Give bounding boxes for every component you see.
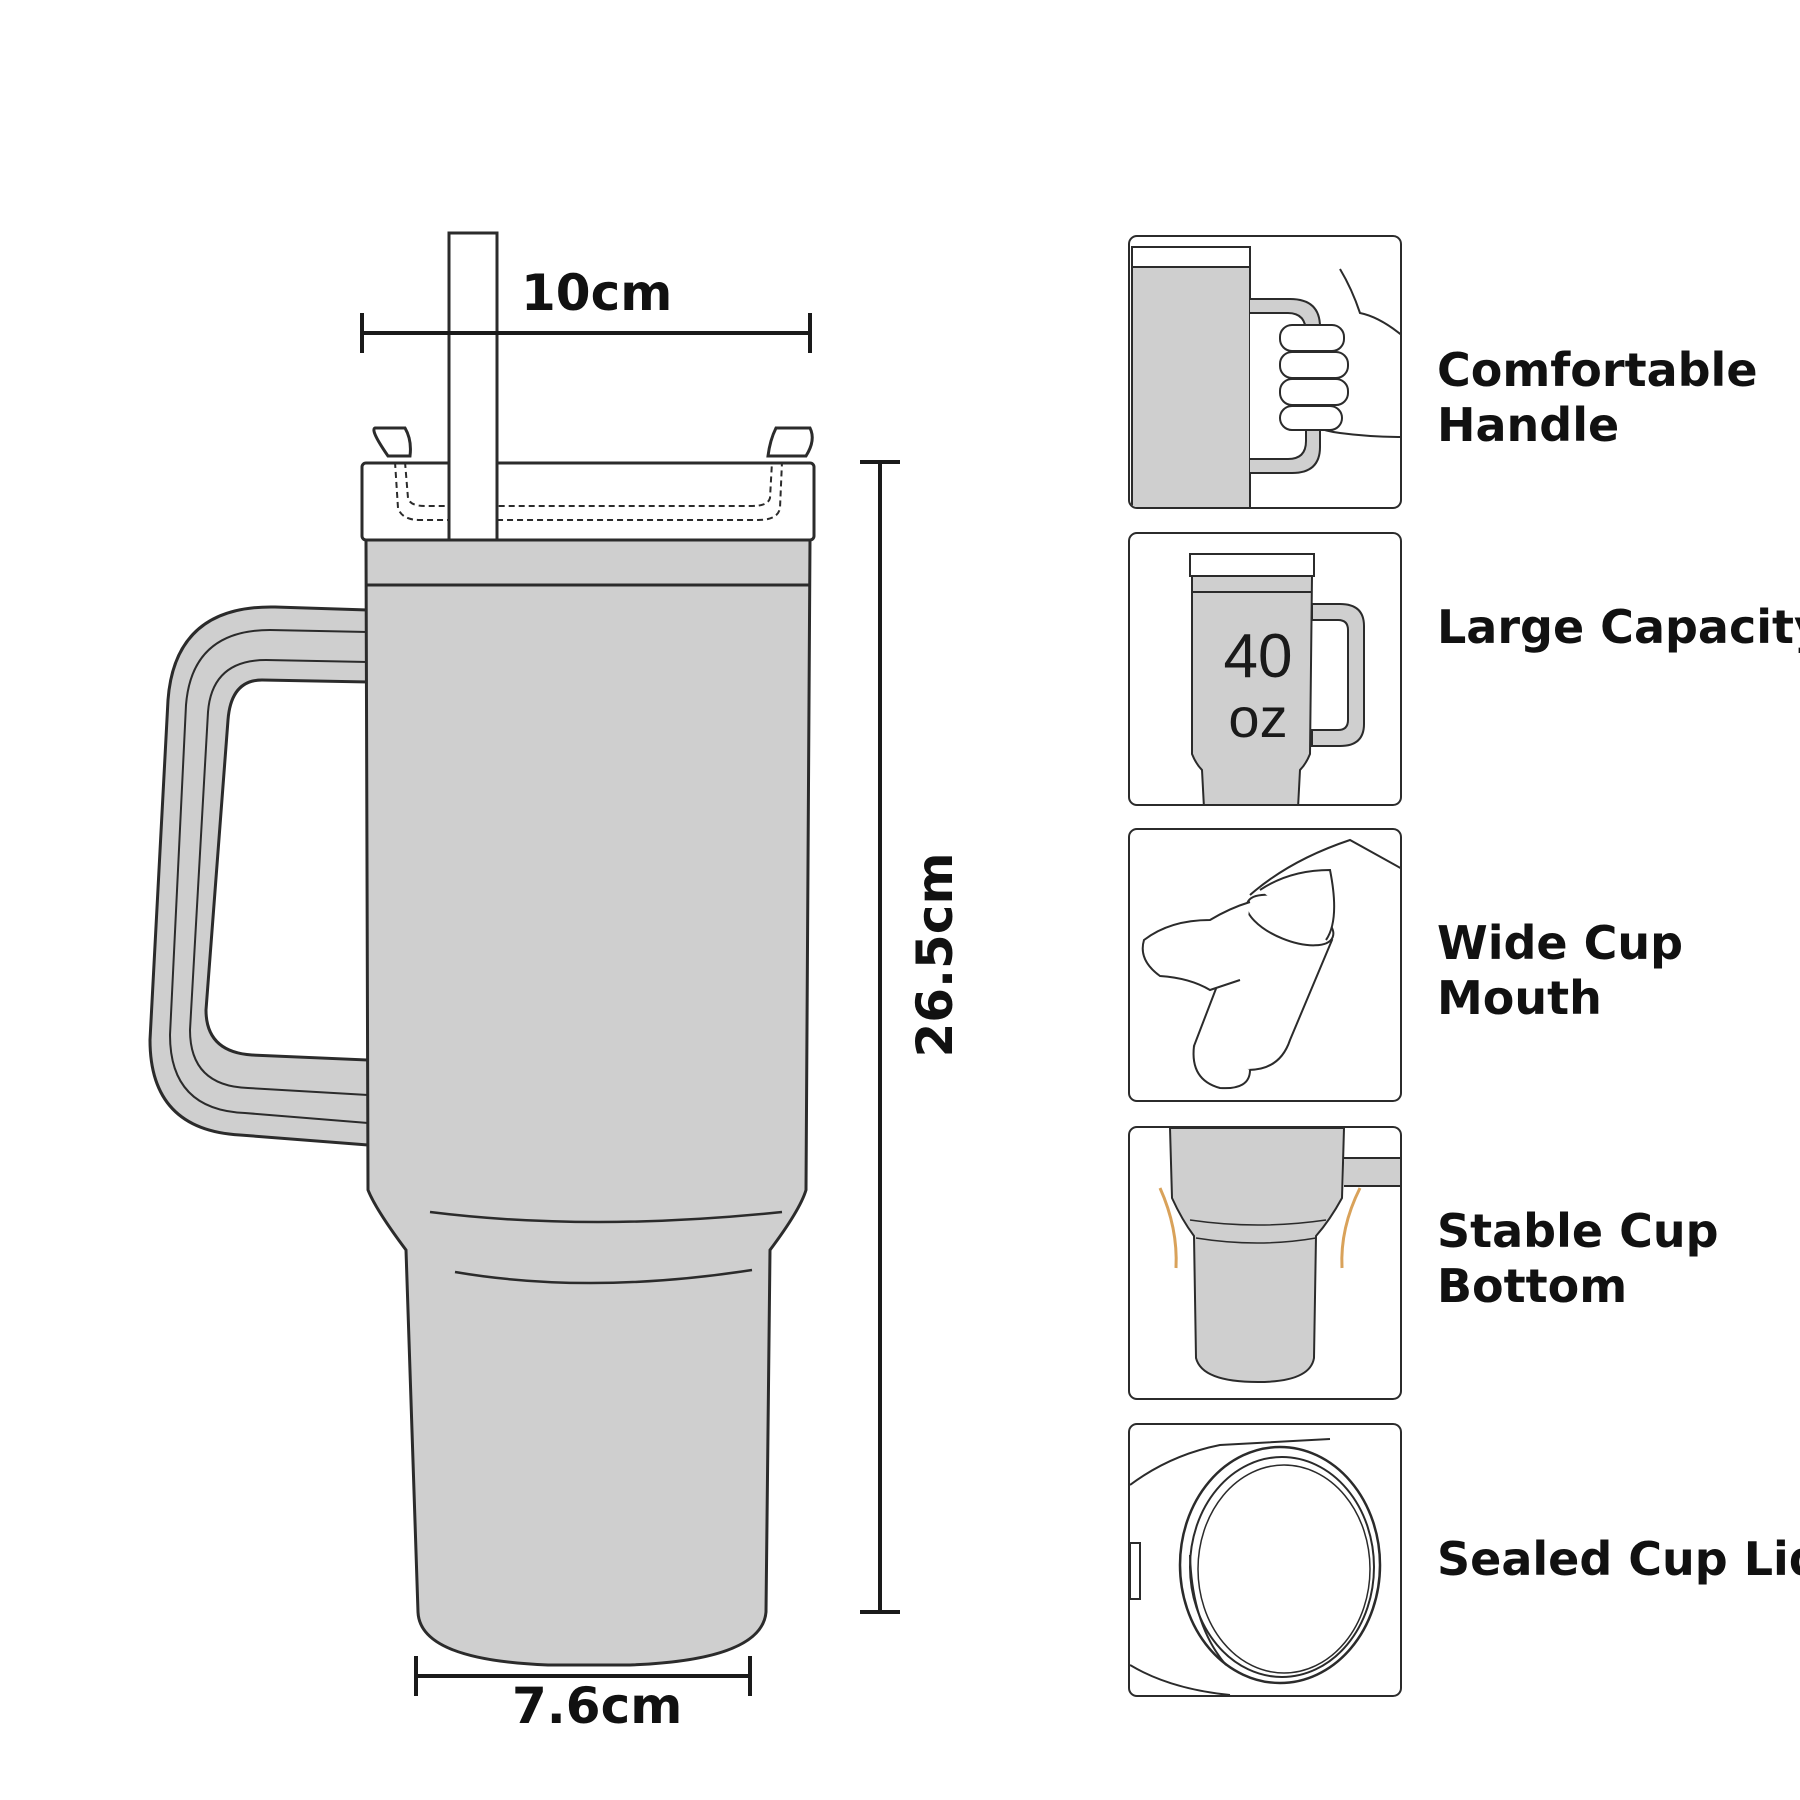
tumbler-handle — [148, 605, 370, 1147]
feature-label-handle: Comfortable Handle — [1437, 343, 1758, 453]
hand-holding-handle-icon — [1131, 246, 1400, 507]
feature-panel-bottom — [1128, 1126, 1402, 1400]
tumbler-lid — [360, 426, 816, 542]
feature-panel-handle — [1128, 235, 1402, 509]
tumbler-body — [364, 538, 812, 1667]
width-dimension-line — [360, 313, 812, 353]
feature-label-line: Bottom — [1437, 1259, 1628, 1313]
height-dimension-label: 26.5cm — [906, 852, 964, 1058]
feature-label-lid: Sealed Cup Lid — [1437, 1532, 1800, 1587]
feature-panel-mouth — [1128, 828, 1402, 1102]
feature-label-line: Stable Cup — [1437, 1204, 1719, 1258]
capacity-unit: oz — [1228, 686, 1288, 749]
straw — [447, 231, 499, 542]
hand-in-cup-icon — [1141, 838, 1400, 1090]
feature-label-mouth: Wide Cup Mouth — [1437, 916, 1683, 1026]
feature-label-capacity: Large Capacity — [1437, 600, 1800, 655]
tumbler-40oz-icon — [1189, 553, 1365, 804]
base-dimension-line — [414, 1656, 752, 1696]
feature-label-line: Wide Cup — [1437, 916, 1684, 970]
feature-label-line: Large Capacity — [1437, 600, 1800, 654]
feature-label-line: Mouth — [1437, 971, 1602, 1025]
feature-label-line: Comfortable — [1437, 343, 1758, 397]
lid-ring-icon — [1130, 1438, 1382, 1695]
feature-label-line: Sealed Cup Lid — [1437, 1532, 1800, 1586]
feature-label-line: Handle — [1437, 398, 1620, 452]
height-dimension-line — [860, 460, 900, 1614]
width-dimension-label: 10cm — [521, 264, 673, 322]
feature-panel-lid — [1128, 1423, 1402, 1697]
feature-panel-capacity: 40 oz — [1128, 532, 1402, 806]
base-dimension-label: 7.6cm — [512, 1677, 683, 1735]
feature-label-bottom: Stable Cup Bottom — [1437, 1204, 1719, 1314]
cup-bottom-icon — [1158, 1128, 1400, 1384]
capacity-number: 40 — [1223, 622, 1293, 691]
